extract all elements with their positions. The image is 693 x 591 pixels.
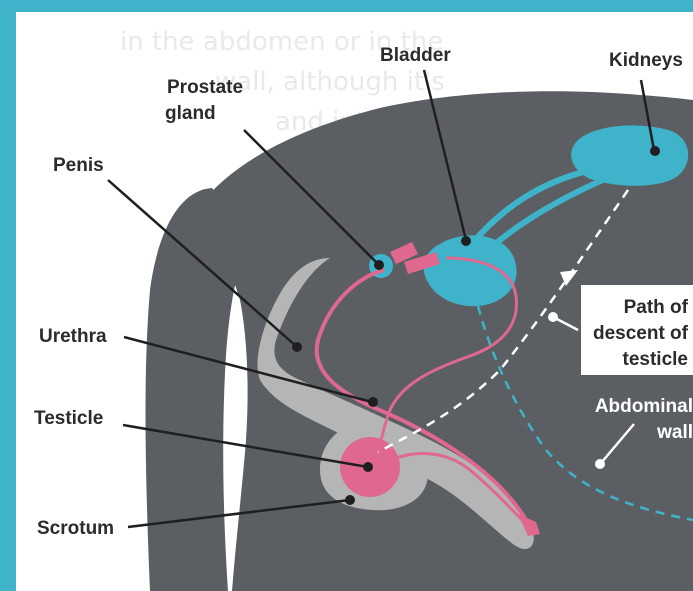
- dot-testicle: [363, 462, 373, 472]
- kidney-shape: [571, 125, 688, 185]
- label-kidneys: Kidneys: [609, 50, 683, 71]
- label-path-3: testicle: [623, 349, 688, 370]
- dot-path: [548, 312, 558, 322]
- dot-prostate: [374, 260, 384, 270]
- dot-kidneys: [650, 146, 660, 156]
- label-urethra: Urethra: [39, 326, 107, 347]
- label-penis: Penis: [53, 155, 104, 176]
- label-abdominal-1: Abdominal: [595, 396, 693, 417]
- label-bladder: Bladder: [380, 45, 451, 66]
- label-testicle: Testicle: [34, 408, 103, 429]
- label-prostate: Prostate: [167, 77, 243, 98]
- dot-urethra: [368, 397, 378, 407]
- label-scrotum: Scrotum: [37, 518, 114, 539]
- dot-scrotum: [345, 495, 355, 505]
- label-path-2: descent of: [593, 323, 689, 344]
- dot-bladder: [461, 236, 471, 246]
- dot-penis: [292, 342, 302, 352]
- background-text-2: wall, although it's: [215, 67, 445, 97]
- label-path-1: Path of: [624, 297, 689, 318]
- label-gland: gland: [165, 103, 216, 124]
- label-abdominal-2: wall: [656, 422, 693, 443]
- dot-abdominal: [595, 459, 605, 469]
